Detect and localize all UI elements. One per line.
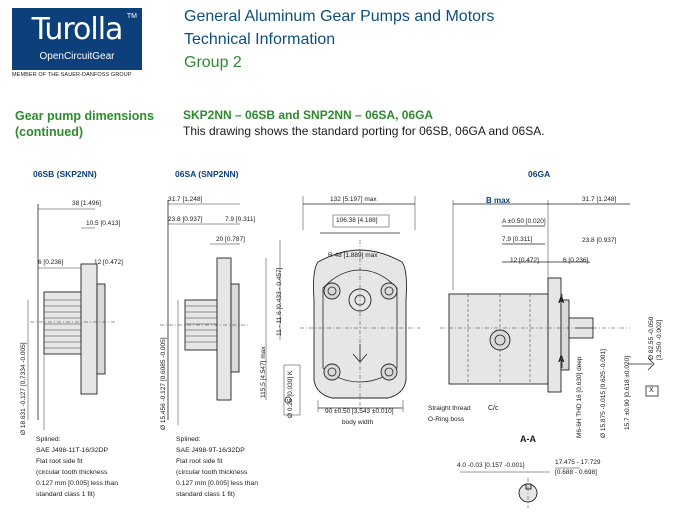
- dim-31-7-b: 31.7 [1.248]: [582, 196, 617, 203]
- dim-12-b: 12 [0.472]: [510, 257, 539, 264]
- datum-x-label: X: [649, 387, 654, 394]
- section-mark-a-top: A: [558, 295, 565, 305]
- dim-23-8-b: 23.8 [0.937]: [582, 237, 617, 244]
- dim-15-875: Ø 15.875 -0.015 [0.625 -0.001]: [600, 349, 607, 438]
- note-line: (circular tooth thickness: [36, 469, 108, 476]
- logo-subtitle: OpenCircuitGear: [39, 51, 115, 62]
- logo-caption: MEMBER OF THE SAUER-DANFOSS GROUP: [12, 72, 132, 78]
- dim-38: 38 [1.496]: [72, 200, 101, 207]
- logo-trademark: TM: [126, 13, 137, 20]
- cc-label: C/c: [488, 405, 499, 412]
- note-line: Flat root side fit: [176, 458, 223, 465]
- turolla-logo: Turolla TM OpenCircuitGear: [12, 8, 142, 70]
- note-line: SAE J498-9T-16/32DP: [176, 447, 245, 454]
- view-06ga-drawing: [440, 200, 659, 508]
- note-line: Splined:: [36, 436, 61, 443]
- section-aa-title: A-A: [520, 434, 536, 444]
- note-line: standard class 1 fit): [176, 491, 235, 498]
- view-06sb-drawing: [27, 204, 115, 430]
- view-title-06ga: 06GA: [528, 169, 551, 179]
- dim-shaft-2: Ø 15.456 -0.127 [0.6085 -0.005]: [160, 337, 167, 430]
- logo-brand: Turolla: [31, 12, 124, 47]
- doc-title-line1: General Aluminum Gear Pumps and Motors: [184, 8, 495, 25]
- dim-115: 115.5 [4.547] max: [260, 346, 267, 398]
- dim-7-9-a: 7.9 [0.311]: [225, 216, 256, 223]
- dim-15-7: 15.7 ±0.90 [0.618 ±0.020]: [624, 356, 631, 430]
- oring-boss-label: O-Ring boss: [428, 416, 465, 423]
- doc-group: Group 2: [184, 54, 242, 71]
- view-front-drawing: [265, 196, 420, 416]
- dim-r48: R 48 [1.889] max: [328, 252, 378, 259]
- section-mark-a-bottom: A: [558, 354, 565, 364]
- view-title-06sa: 06SA (SNP2NN): [175, 169, 239, 179]
- dim-b-max: B max: [486, 196, 511, 205]
- spline-note-06sb: Splined: SAE J498-11T-16/32DP Flat root …: [36, 434, 118, 500]
- note-line: Flat root side fit: [36, 458, 83, 465]
- dim-17: 17.475 - 17.729: [555, 459, 601, 466]
- dim-10-5: 10.5 [0.413]: [86, 220, 121, 227]
- note-line: (circular tooth thickness: [176, 469, 248, 476]
- view-06sa-drawing: [160, 200, 248, 425]
- spline-note-06sa: Splined: SAE J498-9T-16/32DP Flat root s…: [176, 434, 258, 500]
- dim-132: 132 [5.197] max: [330, 196, 377, 203]
- dim-7-9-b: 7.9 [0.311]: [502, 236, 533, 243]
- section-label-line1: Gear pump dimensions: [15, 109, 154, 123]
- dim-4: 4.0 -0.03 [0.157 -0.001]: [457, 462, 525, 469]
- dim-m6: M6-6H THD 16 [0.630] deep: [576, 356, 583, 438]
- dim-6-b: 6 [0.236]: [563, 257, 589, 264]
- dim-82-55-imperial: [3.250 -0.002]: [656, 319, 663, 360]
- dim-12-a: 12 [0.472]: [94, 259, 123, 266]
- dim-106: 106.38 [4.188]: [336, 217, 378, 224]
- doc-title-line2: Technical Information: [184, 31, 336, 48]
- straight-thread-label: Straight thread: [428, 405, 471, 412]
- note-line: 0.127 mm [0.005] less than: [176, 480, 258, 487]
- section-label: Gear pump dimensions (continued): [15, 108, 154, 140]
- dim-17-imperial: [0.688 - 0.698]: [555, 469, 597, 476]
- dim-6-a: 6 [0.236]: [38, 259, 64, 266]
- note-line: SAE J498-11T-16/32DP: [36, 447, 109, 454]
- note-line: standard class 1 fit): [36, 491, 95, 498]
- section-description: This drawing shows the standard porting …: [183, 124, 545, 138]
- body-width-label: body width: [342, 419, 374, 426]
- dim-11-6: 11 - 11.6 [0.433 - 0.457]: [276, 267, 283, 336]
- note-line: 0.127 mm [0.005] less than: [36, 480, 118, 487]
- note-line: Splined:: [176, 436, 201, 443]
- dim-82-55: Ø 82.55 -0.050: [648, 316, 655, 360]
- dim-90: 90 ±0.50 [3.543 ±0.010]: [325, 408, 394, 415]
- dim-a-max: A ±0.50 [0.020]: [502, 218, 546, 225]
- section-subtitle: SKP2NN – 06SB and SNP2NN – 06SA, 06GA: [183, 108, 434, 122]
- dim-shaft-1: Ø 18.631 -0.127 [0.7334 -0.005]: [20, 342, 27, 435]
- dim-23-8-a: 23.8 [0.937]: [168, 216, 203, 223]
- dim-flatness: Ø 0.25 [0.030] K: [287, 370, 294, 418]
- dim-31-7-a: 31.7 [1.248]: [168, 196, 203, 203]
- section-label-line2: (continued): [15, 125, 84, 139]
- view-title-06sb: 06SB (SKP2NN): [33, 169, 97, 179]
- dim-20: 20 [0.787]: [216, 236, 245, 243]
